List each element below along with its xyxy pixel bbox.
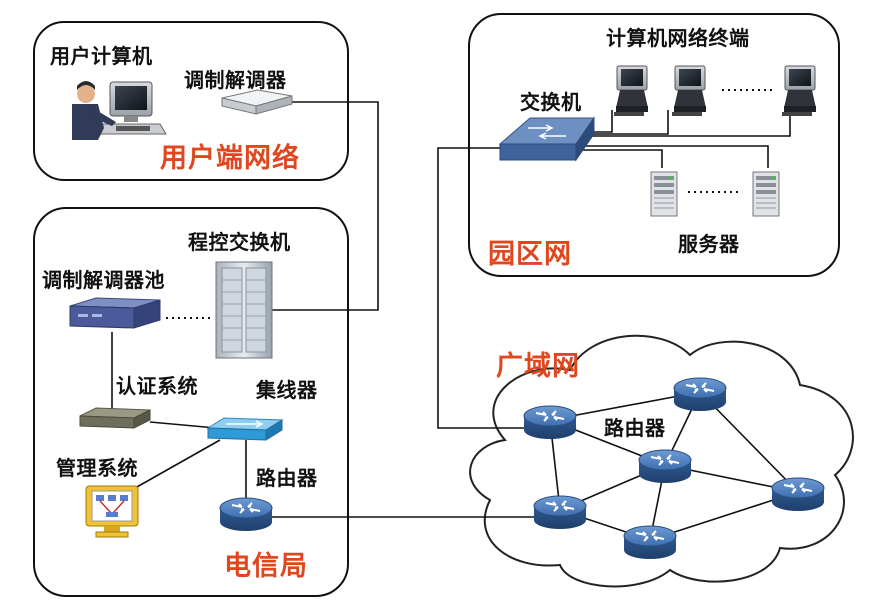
auth-system-label: 认证系统 bbox=[116, 374, 198, 398]
modem-icon bbox=[221, 89, 293, 115]
modem-pool-icon bbox=[69, 297, 161, 329]
management-monitor-icon bbox=[85, 485, 139, 538]
telecom-title: 电信局 bbox=[224, 551, 308, 582]
pbx-switch-label: 程控交换机 bbox=[188, 230, 291, 254]
campus-to-wan-line bbox=[437, 147, 524, 429]
modem-to-switch-line bbox=[272, 101, 379, 311]
telecom-router-icon bbox=[219, 497, 273, 532]
campus-switch-label: 交换机 bbox=[520, 90, 582, 114]
wan-router-6-icon bbox=[623, 525, 677, 560]
terminals-label: 计算机网络终端 bbox=[606, 26, 750, 50]
mgmt-to-hub-line bbox=[127, 439, 221, 493]
server-1-icon bbox=[650, 171, 678, 217]
user-network-panel bbox=[33, 21, 349, 181]
server-2-icon bbox=[752, 171, 780, 217]
wan-router-label: 路由器 bbox=[604, 416, 666, 440]
switch-to-server2-line bbox=[576, 145, 769, 168]
wan-router-2-icon bbox=[673, 377, 727, 412]
auth-to-hub-line bbox=[149, 421, 217, 429]
auth-system-icon bbox=[79, 407, 151, 429]
user-computer-icon bbox=[72, 81, 167, 140]
switch-to-pc3-line bbox=[576, 110, 791, 137]
telecom-router-label: 路由器 bbox=[256, 466, 318, 490]
dotted-lines bbox=[166, 89, 772, 319]
switch-to-pc2-line bbox=[576, 110, 669, 135]
wan-title: 广域网 bbox=[496, 351, 580, 382]
campus-switch-icon bbox=[498, 116, 595, 162]
pbx-cabinet-icon bbox=[215, 261, 273, 359]
wan-router-5-icon bbox=[771, 477, 825, 512]
servers-label: 服务器 bbox=[678, 232, 740, 256]
campus-panel bbox=[468, 13, 840, 277]
modem-pool-label: 调制解调器池 bbox=[42, 268, 165, 292]
wan-router-4-icon bbox=[533, 495, 587, 530]
wan-router-1-icon bbox=[523, 405, 577, 440]
hub-label: 集线器 bbox=[256, 378, 318, 402]
hub-icon bbox=[206, 417, 284, 441]
campus-title: 园区网 bbox=[488, 239, 572, 270]
switch-to-server1-line bbox=[576, 149, 663, 168]
wan-router-3-icon bbox=[638, 449, 692, 484]
user-computer-label: 用户计算机 bbox=[50, 44, 153, 68]
user-network-title: 用户端网络 bbox=[160, 143, 300, 174]
modem-label: 调制解调器 bbox=[184, 68, 287, 92]
mgmt-system-label: 管理系统 bbox=[56, 456, 138, 480]
